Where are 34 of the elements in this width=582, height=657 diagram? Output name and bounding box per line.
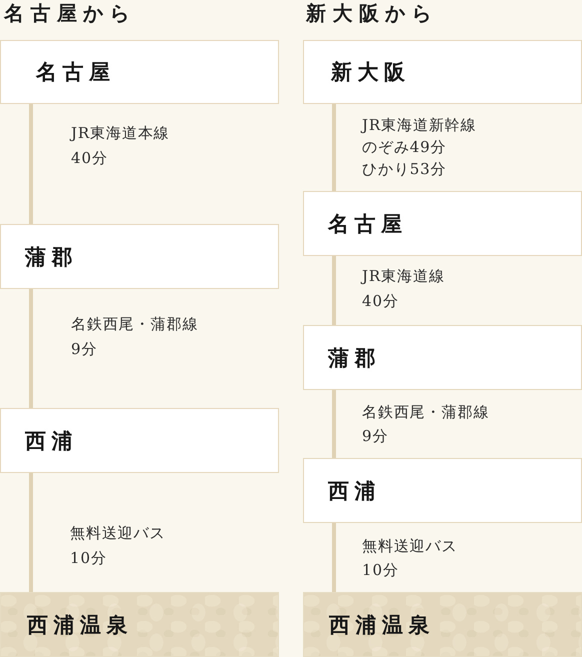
connector-line <box>29 104 33 224</box>
station-name: 蒲郡 <box>328 344 381 372</box>
edge-label: JR東海道線40分 <box>362 266 445 312</box>
destination-box <box>0 592 279 657</box>
destination-box <box>303 592 582 657</box>
connector-line <box>29 289 33 408</box>
station-box <box>303 191 582 256</box>
station-name: 西浦温泉 <box>329 610 435 638</box>
edge-label: 名鉄西尾・蒲郡線9分 <box>71 314 198 360</box>
connector-line <box>332 390 336 458</box>
edge-label: 無料送迎バス10分 <box>70 523 166 569</box>
column-heading: 新大阪から <box>306 0 438 26</box>
station-name: 西浦温泉 <box>27 610 133 638</box>
station-box <box>0 224 279 289</box>
station-box <box>0 40 279 104</box>
station-name: 西浦 <box>25 426 78 454</box>
edge-label: 無料送迎バス10分 <box>362 536 458 581</box>
edge-label: JR東海道新幹線のぞみ49分ひかり53分 <box>362 115 477 180</box>
column-heading: 名古屋から <box>4 0 136 26</box>
connector-line <box>29 473 33 592</box>
station-box <box>303 40 582 104</box>
station-name: 蒲郡 <box>25 242 78 270</box>
station-name: 名古屋 <box>328 210 408 238</box>
station-name: 名古屋 <box>36 58 116 86</box>
connector-line <box>332 256 336 325</box>
edge-label: 名鉄西尾・蒲郡線9分 <box>362 402 490 447</box>
station-box <box>303 458 582 523</box>
connector-line <box>332 523 336 592</box>
station-name: 西浦 <box>328 476 381 504</box>
edge-label: JR東海道本線40分 <box>71 123 170 169</box>
connector-line <box>332 104 336 191</box>
station-box <box>303 325 582 390</box>
station-name: 新大阪 <box>331 58 410 86</box>
station-box <box>0 408 279 473</box>
